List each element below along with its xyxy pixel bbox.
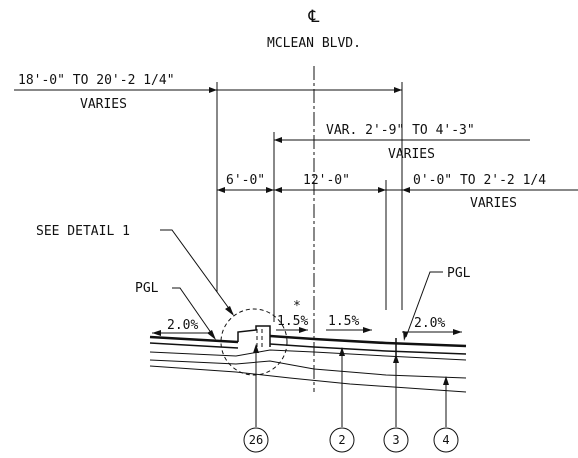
base-layer-top <box>149 349 467 361</box>
arrow-seg3-left <box>402 187 410 193</box>
arrow-seg2-right <box>378 187 386 193</box>
detail-circle <box>220 308 288 376</box>
arrow-see-detail <box>225 306 234 316</box>
arrow-tag-3 <box>393 354 399 363</box>
arrow-tag-4 <box>443 376 449 385</box>
detail-tag-2-label: 2 <box>338 433 345 447</box>
callout-pgl-left: PGL <box>135 281 159 296</box>
slope-lane-arrowhead <box>363 327 372 333</box>
detail-tag-26: 26 <box>243 427 269 453</box>
slope-left-arrowhead <box>152 330 161 336</box>
pavement-left-surface <box>149 335 239 344</box>
pavement-surface <box>269 334 467 348</box>
centerline-symbol: ℄ <box>308 7 320 27</box>
arrow-pgl-left <box>207 330 216 340</box>
callout-pgl-right: PGL <box>447 266 471 281</box>
arrow-overall-left <box>209 87 217 93</box>
dim-segment-center: 12'-0" <box>303 173 350 188</box>
dim-overall-note: VARIES <box>80 97 127 112</box>
arrow-seg2-left <box>274 187 282 193</box>
slope-gutter-arrowhead <box>299 327 308 333</box>
detail-tag-3-label: 3 <box>392 433 399 447</box>
detail-tag-26-label: 26 <box>249 433 263 447</box>
leader-see-detail <box>160 229 234 315</box>
road-name: MCLEAN BLVD. <box>267 36 361 51</box>
detail-tag-4: 4 <box>433 427 459 453</box>
dim-segment-right-note: VARIES <box>470 196 517 211</box>
leader-pgl-right <box>405 271 443 338</box>
arrow-tag-26 <box>253 344 259 353</box>
leader-pgl-left <box>172 287 215 338</box>
dim-var-width-value: VAR. 2'-9" TO 4'-3" <box>326 123 475 138</box>
base-layer-bottom <box>149 365 467 393</box>
callout-see-detail: SEE DETAIL 1 <box>36 224 130 239</box>
detail-tag-3: 3 <box>383 427 409 453</box>
slope-lane-label: 1.5% <box>328 314 359 329</box>
detail-tag-2: 2 <box>329 427 355 453</box>
pavement-left-base <box>149 342 239 349</box>
slope-gutter-label: 1.5% <box>277 314 308 329</box>
slope-right-label: 2.0% <box>414 316 445 331</box>
slope-right-arrowhead <box>453 329 462 335</box>
arrow-overall-right <box>394 87 402 93</box>
base-layer-mid <box>149 359 467 379</box>
pavement-surface-lower <box>269 343 467 355</box>
slope-left-label: 2.0% <box>167 318 198 333</box>
slope-gutter-mark: * <box>293 299 301 314</box>
arrow-var-width <box>274 137 282 143</box>
arrow-seg1-left <box>217 187 225 193</box>
arrow-pgl-right <box>403 331 408 341</box>
dim-segment-left: 6'-0" <box>226 173 265 188</box>
dim-overall-value: 18'-0" TO 20'-2 1/4" <box>18 73 175 88</box>
detail-tag-4-label: 4 <box>442 433 449 447</box>
dim-segment-right-value: 0'-0" TO 2'-2 1/4 <box>413 173 546 188</box>
arrow-tag-2 <box>339 347 345 356</box>
arrow-seg1-right <box>266 187 274 193</box>
curb-outline <box>237 325 271 347</box>
dim-var-width-note: VARIES <box>388 147 435 162</box>
